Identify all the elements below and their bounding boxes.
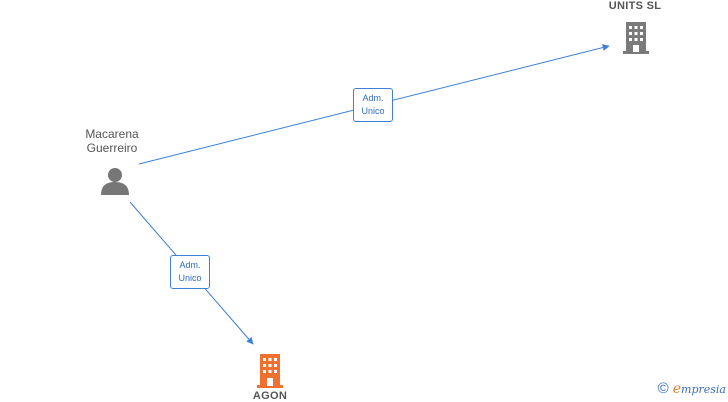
edge-label-role: Adm. [362, 93, 384, 103]
brand-rest: mpresia [681, 382, 726, 396]
edge-label-person-to-agon[interactable]: Adm. Unico [170, 255, 210, 289]
copyright-icon: © [657, 380, 669, 397]
edge-label-person-to-units[interactable]: Adm. Unico [353, 88, 393, 122]
company-units-name[interactable]: UNITS SL [608, 0, 662, 12]
building-icon-agon[interactable] [254, 352, 286, 388]
person-icon[interactable] [100, 166, 130, 195]
building-icon-units[interactable] [620, 20, 652, 54]
edge-label-role-detail: Unico [178, 273, 202, 283]
edge-label-role-detail: Unico [361, 106, 385, 116]
person-name[interactable]: Macarena Guerreiro [72, 127, 152, 155]
brand-initial: e [672, 380, 682, 397]
edge-label-role: Adm. [179, 260, 201, 270]
brand-logo: empresia [673, 381, 726, 397]
person-name-line2: Guerreiro [86, 141, 138, 155]
company-agon-name[interactable]: AGON [252, 390, 288, 402]
watermark: © empresia [658, 380, 726, 397]
person-name-line1: Macarena [85, 127, 139, 141]
